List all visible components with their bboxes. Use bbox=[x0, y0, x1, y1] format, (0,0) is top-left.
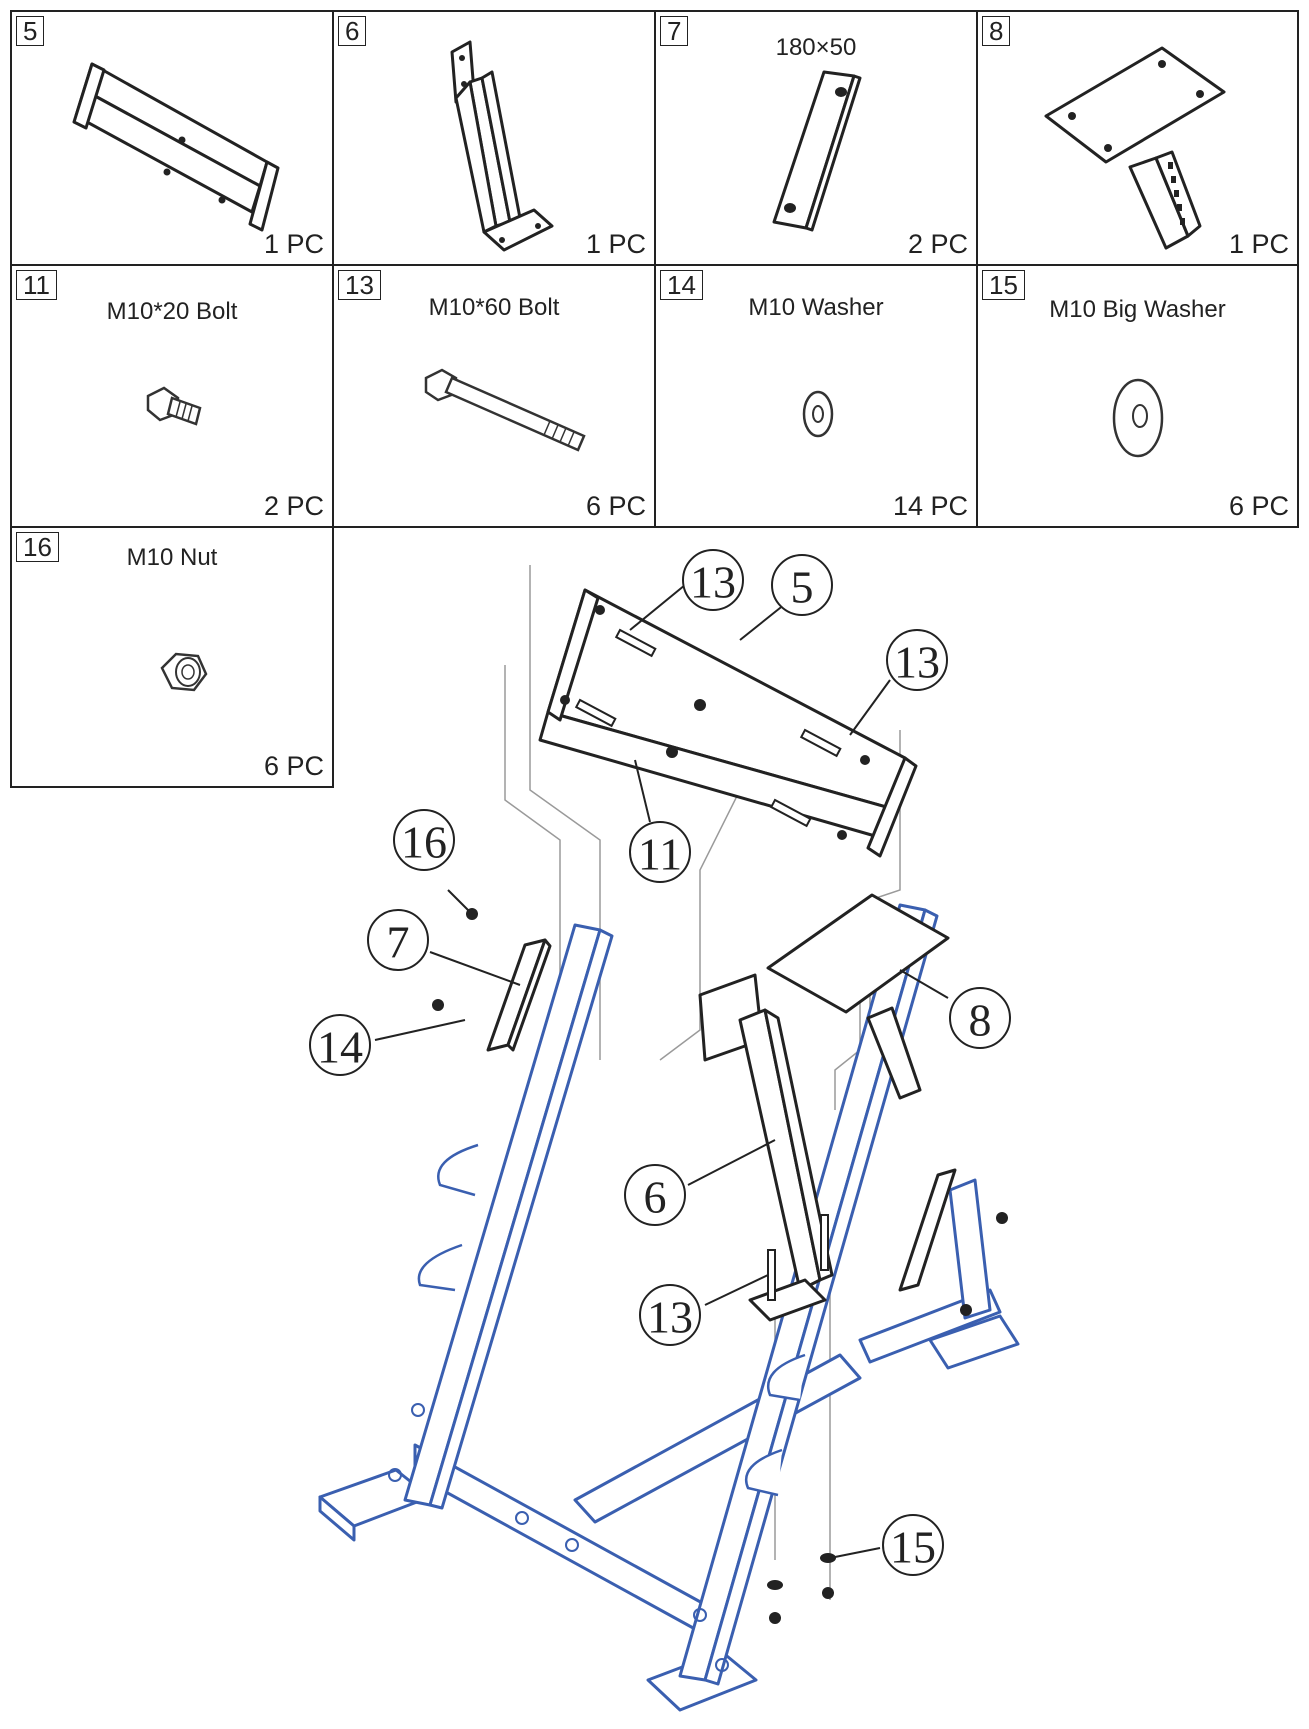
callout-circle-8 bbox=[949, 987, 1011, 1049]
part-qty: 6 PC bbox=[585, 491, 646, 521]
part-cell-15: 15 M10 Big Washer 6 PC bbox=[976, 264, 1299, 528]
callout-circle-7 bbox=[367, 909, 429, 971]
part-title: M10*20 Bolt bbox=[106, 298, 238, 325]
part-cell-5: 5 1 PC bbox=[10, 10, 334, 266]
assembly-big-washers-15 bbox=[767, 1553, 836, 1624]
callout-label-13c: 13 bbox=[647, 1292, 693, 1343]
part-number: 16 bbox=[16, 532, 59, 562]
part-qty: 1 PC bbox=[585, 229, 646, 259]
frame-bar-hooks bbox=[417, 1143, 806, 1497]
part-cell-8: 8 1 PC bbox=[976, 10, 1299, 266]
short-bolt-icon bbox=[146, 386, 202, 426]
callout-label-13a: 13 bbox=[690, 557, 736, 608]
part-cell-14: 14 M10 Washer 14 PC bbox=[654, 264, 978, 528]
callout-circle-11 bbox=[629, 821, 691, 883]
callout-label-6: 6 bbox=[644, 1172, 667, 1223]
part-number: 7 bbox=[660, 16, 689, 46]
assembly-bolts-13 bbox=[574, 628, 842, 828]
part-title: M10*60 Bolt bbox=[428, 294, 560, 321]
part-number: 6 bbox=[338, 16, 367, 46]
assembly-washers bbox=[560, 605, 870, 840]
assembly-part-8 bbox=[766, 893, 950, 1100]
callout-circle-6 bbox=[624, 1164, 686, 1226]
big-washer-icon bbox=[1112, 378, 1164, 458]
callout-label-5: 5 bbox=[791, 562, 814, 613]
part-number: 5 bbox=[16, 16, 45, 46]
part-qty: 2 PC bbox=[907, 229, 968, 259]
part-number: 15 bbox=[982, 270, 1025, 300]
part-qty: 1 PC bbox=[263, 229, 324, 259]
frame-bolt-holes bbox=[388, 1403, 729, 1672]
part-number: 14 bbox=[660, 270, 703, 300]
part-number: 13 bbox=[338, 270, 381, 300]
top-plate-post-icon bbox=[1044, 46, 1226, 250]
assembly-part-7-right bbox=[898, 1168, 957, 1292]
support-arm-icon bbox=[450, 40, 554, 252]
callout-label-11: 11 bbox=[638, 829, 682, 880]
flat-plate-icon bbox=[772, 70, 862, 232]
part-number: 8 bbox=[982, 16, 1011, 46]
part-qty: 2 PC bbox=[263, 491, 324, 521]
callout-circle-13c bbox=[639, 1284, 701, 1346]
part-title: 180×50 bbox=[775, 34, 857, 61]
part-qty: 6 PC bbox=[263, 751, 324, 781]
nut-icon bbox=[160, 652, 208, 692]
bracket-plate-icon bbox=[72, 62, 280, 232]
callout-circle-5 bbox=[771, 554, 833, 616]
callout-circle-16 bbox=[393, 809, 455, 871]
part-title: M10 Big Washer bbox=[1049, 296, 1226, 323]
part-qty: 14 PC bbox=[892, 491, 968, 521]
part-cell-6: 6 1 PC bbox=[332, 10, 656, 266]
part-cell-7: 7 180×50 2 PC bbox=[654, 10, 978, 266]
callout-circle-15 bbox=[882, 1514, 944, 1576]
part-number: 11 bbox=[16, 270, 57, 300]
long-bolt-icon bbox=[424, 368, 586, 452]
assembly-part-7-left bbox=[486, 938, 552, 1052]
callout-label-14: 14 bbox=[317, 1022, 363, 1073]
part-cell-13: 13 M10*60 Bolt 6 PC bbox=[332, 264, 656, 528]
washer-icon bbox=[802, 390, 834, 438]
callout-label-16: 16 bbox=[401, 817, 447, 868]
part-cell-11: 11 M10*20 Bolt 2 PC bbox=[10, 264, 334, 528]
part-cell-16: 16 M10 Nut 6 PC bbox=[10, 526, 334, 788]
assembly-part-6 bbox=[698, 973, 834, 1322]
part-qty: 6 PC bbox=[1228, 491, 1289, 521]
callout-circle-14 bbox=[309, 1014, 371, 1076]
callout-label-8: 8 bbox=[969, 995, 992, 1046]
callout-label-15: 15 bbox=[890, 1522, 936, 1573]
callout-label-13b: 13 bbox=[894, 637, 940, 688]
callout-circle-13b bbox=[886, 629, 948, 691]
callout-circle-13a bbox=[682, 549, 744, 611]
callout-label-7: 7 bbox=[387, 917, 410, 968]
part-title: M10 Washer bbox=[748, 294, 884, 321]
part-title: M10 Nut bbox=[126, 544, 218, 571]
part-qty: 1 PC bbox=[1228, 229, 1289, 259]
